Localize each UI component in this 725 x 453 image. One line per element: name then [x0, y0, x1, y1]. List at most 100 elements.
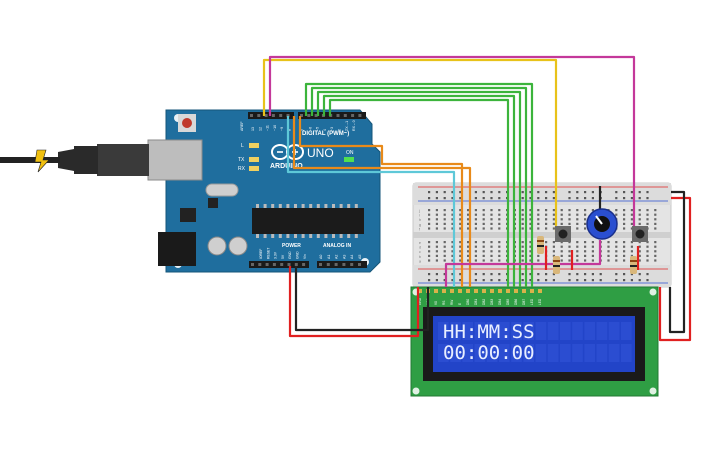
- lcd-pin-label: E: [458, 303, 462, 305]
- digital-pin-label: ~5: [316, 127, 320, 131]
- lcd-pin[interactable]: [506, 289, 510, 293]
- power-pin-label: RESET: [266, 248, 270, 259]
- lcd-pin-label: DB4: [498, 299, 502, 305]
- row-letter: g: [419, 223, 421, 227]
- lcd-pin[interactable]: [474, 289, 478, 293]
- pushbutton-left[interactable]: [555, 226, 571, 242]
- usb-cable[interactable]: [0, 144, 149, 176]
- lcd-pin[interactable]: [490, 289, 494, 293]
- power-pin-label: GND: [296, 251, 300, 259]
- row-letter: c: [419, 250, 421, 254]
- digital-pin-label: 4: [323, 129, 327, 131]
- digital-pin-label: RX←0: [352, 120, 356, 131]
- wire-magenta: [268, 55, 636, 232]
- power-pin-label: 3.3V: [274, 251, 278, 259]
- lcd-pin[interactable]: [538, 289, 542, 293]
- analog-pin-label: A0: [319, 255, 323, 259]
- analog-header[interactable]: [317, 261, 367, 268]
- row-letter: i: [419, 214, 420, 218]
- lcd-pin-label: DB1: [474, 299, 478, 305]
- wire-red-5v: [288, 266, 420, 338]
- pushbutton-right[interactable]: [632, 226, 648, 242]
- lcd-pin[interactable]: [514, 289, 518, 293]
- analog-pin-label: A2: [335, 255, 339, 259]
- digital-pin-label: TX→1: [345, 121, 349, 131]
- lcd-pin-label: DB7: [522, 299, 526, 305]
- lcd-pin[interactable]: [466, 289, 470, 293]
- lcd-line-2: 00:00:00: [443, 342, 535, 364]
- analog-pin-label: A1: [327, 255, 331, 259]
- l-led: [249, 143, 259, 148]
- power-pin-label: 5V: [281, 254, 285, 259]
- lcd-pin-label: RS: [442, 301, 446, 305]
- wire-orange-2: [298, 116, 464, 287]
- usb-plug-icon: [34, 149, 50, 173]
- lcd-pin[interactable]: [498, 289, 502, 293]
- wire-green-4: [322, 94, 516, 287]
- lcd-line-1: HH:MM:SS: [443, 321, 535, 343]
- digital-pin-label: 12: [258, 127, 262, 131]
- lcd-pin[interactable]: [458, 289, 462, 293]
- power-jack: [158, 232, 196, 266]
- tx-led: [249, 157, 259, 162]
- tx-label: TX: [238, 157, 245, 163]
- resistor-3[interactable]: [630, 256, 637, 274]
- usb-port: [147, 139, 203, 181]
- wires[interactable]: [262, 55, 692, 342]
- lcd-character-cells: [438, 322, 632, 362]
- lcd-pin-label: DB3: [490, 299, 494, 305]
- analog-header-label: ANALOG IN: [323, 243, 351, 249]
- row-letter: e: [419, 241, 421, 245]
- analog-pin-label: A4: [350, 255, 354, 259]
- lcd-pin[interactable]: [530, 289, 534, 293]
- lcd-pin-label: LED: [530, 298, 534, 305]
- on-led: [344, 157, 354, 162]
- lcd-pin[interactable]: [522, 289, 526, 293]
- model-label: UNO: [307, 146, 334, 160]
- lcd-pin-label: DB5: [506, 299, 510, 305]
- digital-pin-label: 7: [301, 129, 305, 131]
- digital-pin-label: ~3: [330, 127, 334, 131]
- row-letter: b: [419, 255, 421, 259]
- row-letter: d: [419, 246, 421, 250]
- row-letter: a: [419, 259, 421, 263]
- lcd-pin[interactable]: [442, 289, 446, 293]
- power-header[interactable]: [249, 261, 309, 268]
- wire-yellow: [262, 58, 558, 232]
- lcd-pin-label: RW: [450, 300, 454, 305]
- wire-cyan: [286, 116, 456, 287]
- digital-header-label: DIGITAL (PWM~): [302, 131, 349, 137]
- lcd-pin-label: V0: [434, 301, 438, 305]
- row-letter: f: [419, 227, 420, 231]
- lcd-pin[interactable]: [418, 289, 422, 293]
- lcd-pin-label: DB6: [514, 299, 518, 305]
- rx-label: RX: [238, 166, 246, 172]
- wire-green-1: [304, 82, 534, 287]
- on-label: ON: [346, 150, 354, 156]
- wire-green-5: [328, 98, 510, 287]
- lcd-pin-label: LED: [538, 298, 542, 305]
- potentiometer[interactable]: [586, 208, 618, 240]
- wire-orange-1: [292, 116, 472, 287]
- arduino-uno-board[interactable]: L TX RX ON ARDUINO UNO DIGITAL (PWM~) PO…: [147, 109, 381, 273]
- reset-button-cap[interactable]: [182, 118, 192, 128]
- digital-pin-label: 2: [338, 129, 342, 131]
- resistor-1[interactable]: [537, 236, 544, 254]
- lcd-pin-label: DB2: [482, 299, 486, 305]
- lcd-pin[interactable]: [482, 289, 486, 293]
- lcd-pin[interactable]: [434, 289, 438, 293]
- lcd-pin-label: GND: [418, 297, 422, 305]
- lcd-pin[interactable]: [450, 289, 454, 293]
- wire-black-gnd: [294, 266, 430, 332]
- wire-green-2: [310, 86, 528, 287]
- power-header-label: POWER: [282, 243, 301, 249]
- arduino-logo-text: ARDUINO: [270, 163, 303, 170]
- resistor-2[interactable]: [553, 256, 560, 274]
- power-pin-label: IOREF: [259, 249, 263, 259]
- lcd-pin-label: DB0: [466, 299, 470, 305]
